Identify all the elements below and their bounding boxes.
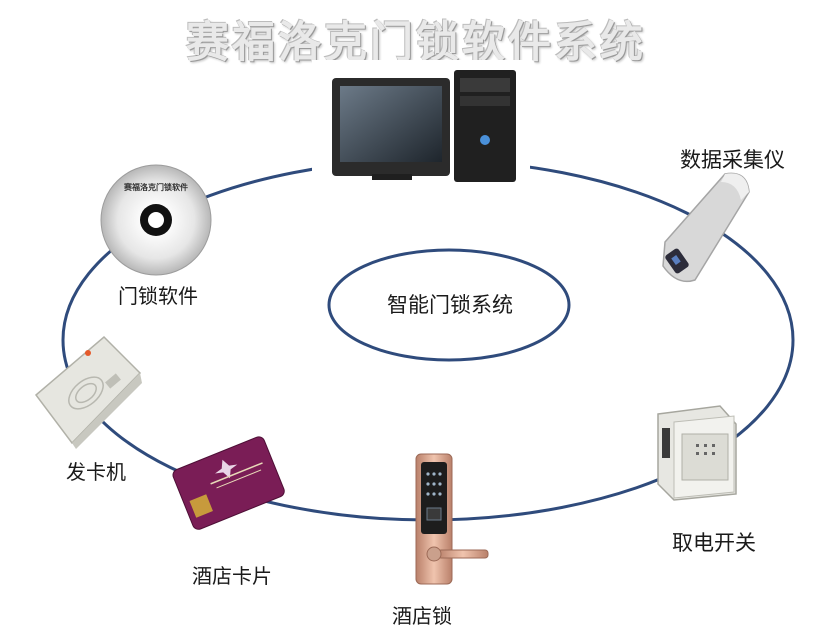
center-ellipse [327, 248, 571, 362]
power-switch-icon [657, 405, 737, 501]
label-data-collector: 数据采集仪 [680, 148, 785, 172]
label-power-switch: 取电开关 [672, 531, 756, 555]
label-door-lock-software: 门锁软件 [118, 284, 198, 308]
data-collector-icon [662, 172, 750, 283]
disc-label-text: 赛福洛克门锁软件 [123, 182, 188, 192]
computer-icon [312, 60, 530, 186]
diagram-title: 赛福洛克门锁软件系统 [186, 18, 646, 68]
hotel-card-icon [172, 436, 285, 530]
label-hotel-card: 酒店卡片 [192, 564, 272, 588]
label-hotel-lock: 酒店锁 [392, 604, 452, 628]
software-cd-icon: 赛福洛克门锁软件 [100, 164, 212, 276]
center-label: 智能门锁系统 [387, 293, 513, 317]
label-card-encoder: 发卡机 [66, 460, 126, 484]
card-encoder-icon [34, 335, 142, 449]
hotel-lock-icon [415, 453, 489, 585]
